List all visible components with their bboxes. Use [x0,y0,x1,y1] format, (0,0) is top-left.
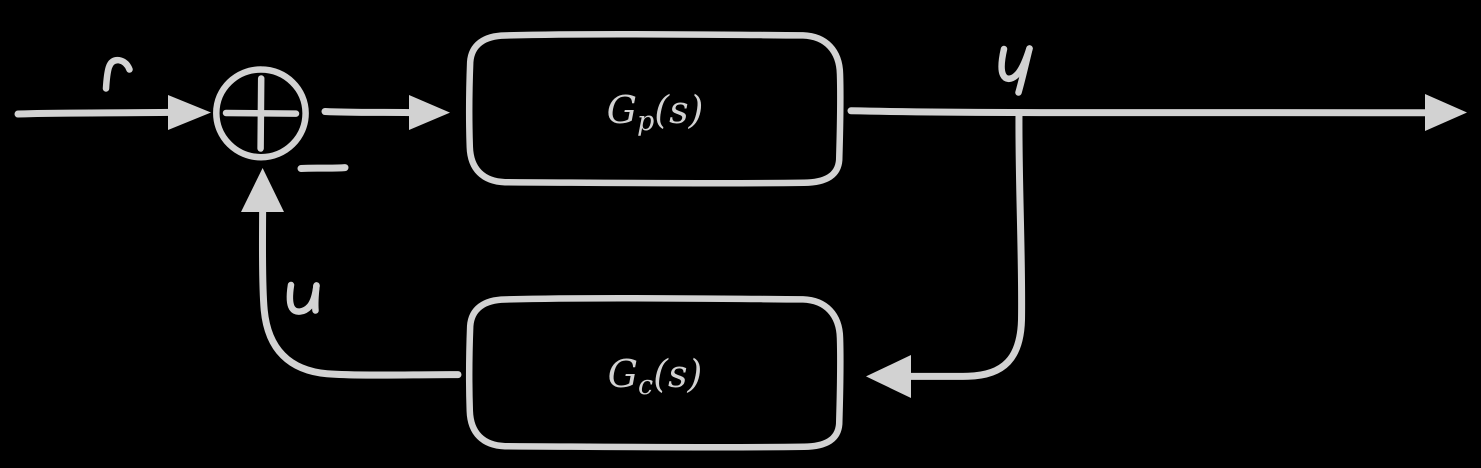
control-signal-arrowhead [241,168,284,212]
output-signal-line [847,107,1432,117]
controller-block-outline [465,294,844,451]
output-label-tail [1015,45,1033,96]
plant-block-outline [465,30,844,187]
error-signal-line [321,108,416,117]
reference-label-glyph [102,56,133,92]
plant-block-label: Gp(s) [607,88,704,137]
feedback-label-stem [311,282,320,314]
reference-label [102,56,133,92]
output-signal-arrow [847,94,1467,131]
output-label [998,45,1033,96]
negative-sign-icon [297,164,349,172]
summing-junction[interactable] [213,66,309,161]
controller-block[interactable]: Gc(s) [465,294,844,451]
feedback-label [286,281,320,315]
plant-block[interactable]: Gp(s) [465,30,844,187]
feedback-branch-line [901,109,1026,380]
feedback-branch [866,109,1026,398]
error-signal-arrow [321,95,450,130]
error-arrowhead [409,95,450,130]
reference-arrowhead [168,95,211,130]
control-signal-line [258,186,462,379]
reference-input-arrow [14,95,211,130]
output-arrowhead [1425,94,1467,131]
controller-block-label: Gc(s) [608,352,703,401]
feedback-branch-arrowhead [866,355,911,398]
summing-junction-circle [213,66,309,161]
reference-input-line [14,108,179,118]
plus-vertical-stroke [257,75,265,152]
control-signal-path [241,168,462,379]
